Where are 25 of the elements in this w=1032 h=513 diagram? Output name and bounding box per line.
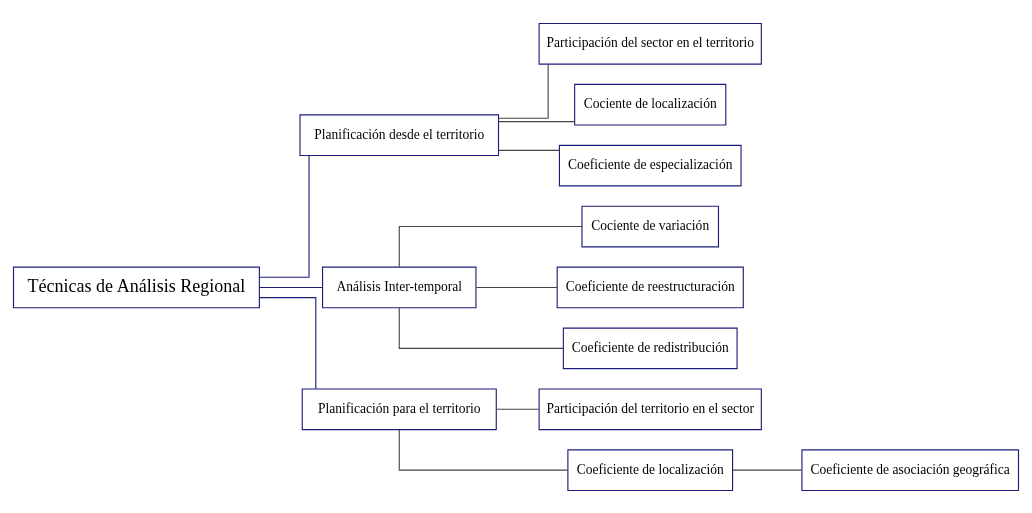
node-box: Coeficiente de redistribución [562,327,738,369]
connector [398,307,564,349]
connector [398,428,569,471]
connector [498,149,560,151]
connector [732,469,803,471]
connector [498,63,549,119]
connector [495,408,540,410]
node-box: Participación del territorio en el sector [538,387,762,430]
connector [475,286,558,288]
node-box: Técnicas de Análisis Regional [12,266,260,308]
node-box: Análisis Inter-temporal [322,266,477,308]
node-box: Cociente de localización [574,83,727,126]
node-box: Planificación desde el territorio [299,113,500,156]
connector [259,286,323,288]
node-box: Coeficiente de reestructuración [556,266,744,308]
node-box: Coeficiente de especialización [558,144,742,186]
connector [398,225,583,267]
node-box: Participación del sector en el territorio [538,22,762,65]
connector [259,154,310,278]
connector [258,296,317,389]
node-box: Planificación para el territorio [301,387,497,430]
node-box: Coeficiente de asociación geográfica [801,448,1020,491]
node-box: Cociente de variación [581,205,720,247]
node-box: Coeficiente de localización [567,448,734,491]
connector [498,120,575,122]
